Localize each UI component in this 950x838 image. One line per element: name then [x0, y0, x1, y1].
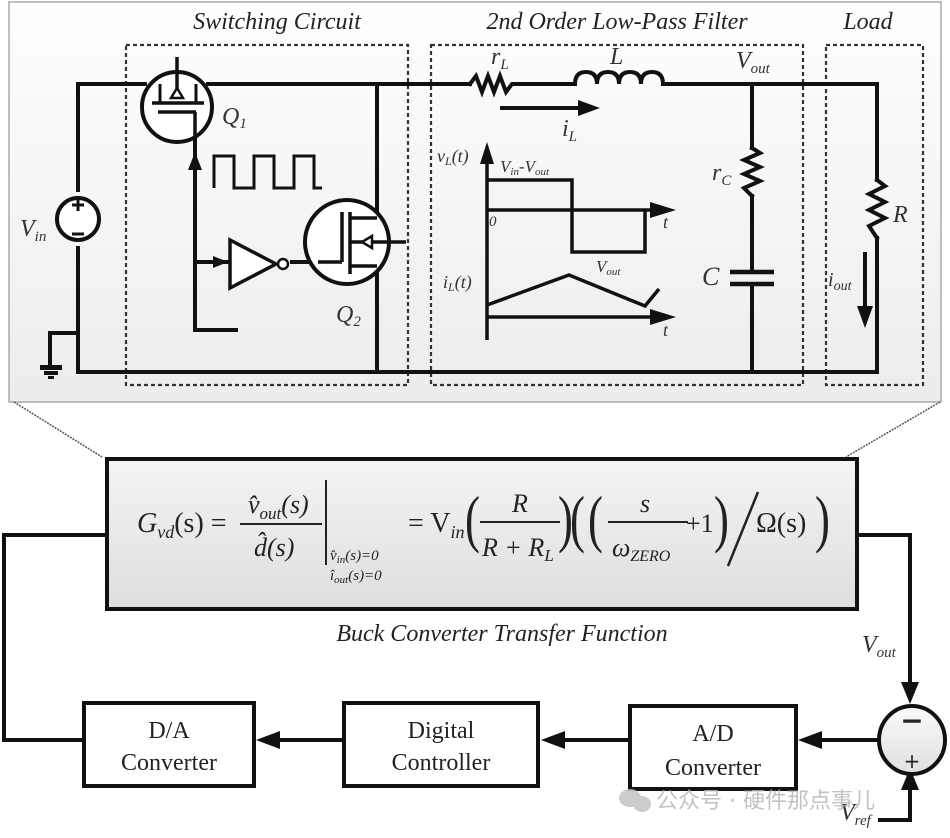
- load-resistor-label: R: [892, 202, 908, 228]
- iout-label: iout: [828, 269, 853, 294]
- arrow-to-da-icon: [256, 731, 280, 749]
- vout-node-label: Vout: [736, 48, 771, 77]
- zoom-connector-right: [845, 401, 941, 458]
- svg-text:): ): [558, 483, 573, 554]
- svg-text:R + RL: R + RL: [481, 533, 554, 565]
- svg-text:s: s: [640, 489, 650, 518]
- svg-text:= Vin: = Vin: [408, 508, 465, 542]
- vref-label: Vref: [840, 800, 873, 829]
- transfer-function-caption: Buck Converter Transfer Function: [336, 621, 667, 647]
- svg-text:公众号 · 硬件那点事儿: 公众号 · 硬件那点事儿: [656, 789, 875, 814]
- vin-label: Vin: [20, 216, 46, 245]
- q2-transistor-icon: [303, 198, 406, 286]
- t-label-1: t: [663, 212, 669, 232]
- zero-label: 0: [489, 214, 497, 230]
- inverter-icon: [213, 237, 290, 291]
- filter-section-box: [429, 43, 805, 387]
- t-axis-arrow-icon: [650, 202, 676, 218]
- section-title-filter: 2nd Order Low-Pass Filter: [486, 9, 748, 35]
- vin-source-icon: [55, 196, 101, 242]
- svg-text:): ): [714, 483, 729, 554]
- iout-arrow-icon: [857, 306, 873, 328]
- vl-axis-label: vL(t): [437, 146, 469, 168]
- rl-label: rL: [491, 44, 509, 73]
- q2-label: Q2: [336, 302, 361, 330]
- vl-waveform-line: [487, 178, 647, 254]
- da-converter-line2: Converter: [121, 750, 217, 776]
- svg-text:Ω(s): Ω(s): [756, 508, 806, 539]
- svg-text:(: (: [588, 483, 603, 554]
- neg-vout-label: Vout: [596, 257, 621, 278]
- q1-label: Q1: [222, 104, 247, 132]
- circuit-panel: [8, 1, 942, 403]
- digital-controller-line2: Controller: [392, 750, 491, 776]
- plus-sign: +: [904, 749, 921, 773]
- waveform-plot: [480, 142, 676, 340]
- arrow-to-controller-icon: [541, 731, 565, 749]
- t-axis-arrow-icon-2: [650, 309, 676, 325]
- da-converter-block: [82, 701, 256, 788]
- section-title-switching: Switching Circuit: [193, 9, 362, 35]
- svg-text:v̂out(s): v̂out(s): [248, 490, 309, 523]
- switching-section-box: [124, 43, 410, 387]
- vref-arrow-icon: [901, 768, 919, 790]
- il-label: iL: [562, 116, 577, 145]
- pwm-waveform-icon: [212, 154, 322, 190]
- svg-text:(: (: [570, 483, 585, 554]
- il-waveform-line: [486, 273, 661, 309]
- svg-text:+1: +1: [686, 509, 714, 538]
- load-resistor-icon: [864, 177, 890, 241]
- svg-text:îout(s)=0: îout(s)=0: [330, 568, 382, 586]
- inductor-label: L: [609, 44, 623, 70]
- il-arrow-icon: [578, 100, 600, 116]
- inductor-icon: [572, 69, 666, 87]
- transfer-function-equation: Gvd(s) = v̂out(s) d̂(s) v̂in(s)=0 îout(s…: [137, 480, 830, 586]
- ad-converter-line2: Converter: [665, 755, 761, 781]
- svg-text:d̂(s): d̂(s): [254, 533, 294, 562]
- svg-text:ωZERO: ωZERO: [612, 533, 671, 565]
- ad-converter-block: [628, 704, 798, 791]
- load-section-box: [824, 43, 925, 387]
- ground-icon: [40, 365, 62, 379]
- svg-text:): ): [815, 483, 830, 554]
- rc-label: rC: [712, 160, 732, 189]
- svg-text:R: R: [511, 489, 528, 518]
- digital-controller-line1: Digital: [408, 718, 475, 744]
- il-axis-label: iL(t): [443, 272, 472, 294]
- watermark: 公众号 · 硬件那点事儿: [619, 789, 875, 814]
- svg-text:(: (: [465, 483, 480, 554]
- gate-arrow-icon: [188, 152, 202, 170]
- vin-minus-vout-label: Vin-Vout: [500, 157, 550, 178]
- ad-converter-line1: A/D: [692, 721, 733, 747]
- da-converter-line1: D/A: [148, 718, 190, 744]
- capacitor-icon: [730, 269, 774, 287]
- arrow-to-ad-icon: [798, 731, 822, 749]
- q1-transistor-icon: [140, 57, 214, 144]
- t-label-2: t: [663, 320, 669, 340]
- svg-text:Gvd(s) =: Gvd(s) =: [137, 508, 227, 542]
- feedback-vout-label: Vout: [862, 632, 897, 661]
- vl-axis-arrow-icon: [480, 142, 494, 164]
- minus-sign: −: [900, 704, 923, 737]
- rc-resistor-icon: [739, 145, 765, 199]
- zoom-connector-left: [13, 401, 103, 458]
- transfer-function-box: [105, 457, 859, 611]
- svg-text:v̂in(s)=0: v̂in(s)=0: [330, 548, 379, 566]
- vout-arrow-icon: [901, 682, 919, 704]
- rl-resistor-icon: [467, 70, 577, 98]
- digital-controller-block: [342, 701, 540, 788]
- capacitor-label: C: [702, 262, 720, 291]
- summing-junction: − +: [877, 704, 947, 776]
- section-title-load: Load: [842, 9, 893, 35]
